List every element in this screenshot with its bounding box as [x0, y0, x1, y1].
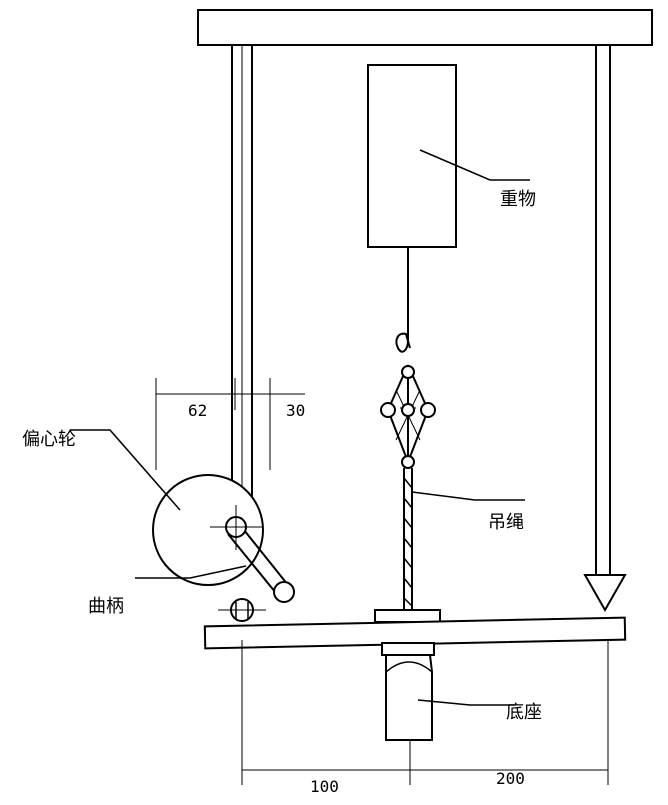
top-beam — [197, 9, 653, 46]
label-base: 底座 — [506, 702, 542, 723]
dim-bottom-right: 200 — [496, 769, 525, 788]
label-weight: 重物 — [500, 189, 536, 210]
weight-block — [367, 64, 457, 248]
eccentric-wheel — [152, 474, 264, 586]
leader-weight — [419, 149, 530, 181]
base-mount — [381, 642, 435, 656]
dim-left-gap: 62 — [188, 401, 207, 420]
leader-eccentric-wheel — [70, 429, 181, 511]
right-rod — [595, 44, 611, 576]
rope-base-block — [374, 609, 441, 623]
label-rope: 吊绳 — [488, 512, 524, 533]
label-eccentric-wheel: 偏心轮 — [22, 429, 76, 450]
cable-sling — [380, 364, 436, 469]
dim-right-gap: 30 — [286, 401, 305, 420]
label-crank: 曲柄 — [88, 596, 124, 617]
dim-bottom-left: 100 — [310, 777, 339, 796]
leader-base — [417, 699, 515, 706]
hook — [395, 332, 411, 353]
leader-rope — [411, 491, 525, 501]
leader-crank — [135, 565, 247, 579]
right-rod-arrowhead — [583, 574, 627, 613]
rope — [403, 468, 413, 610]
